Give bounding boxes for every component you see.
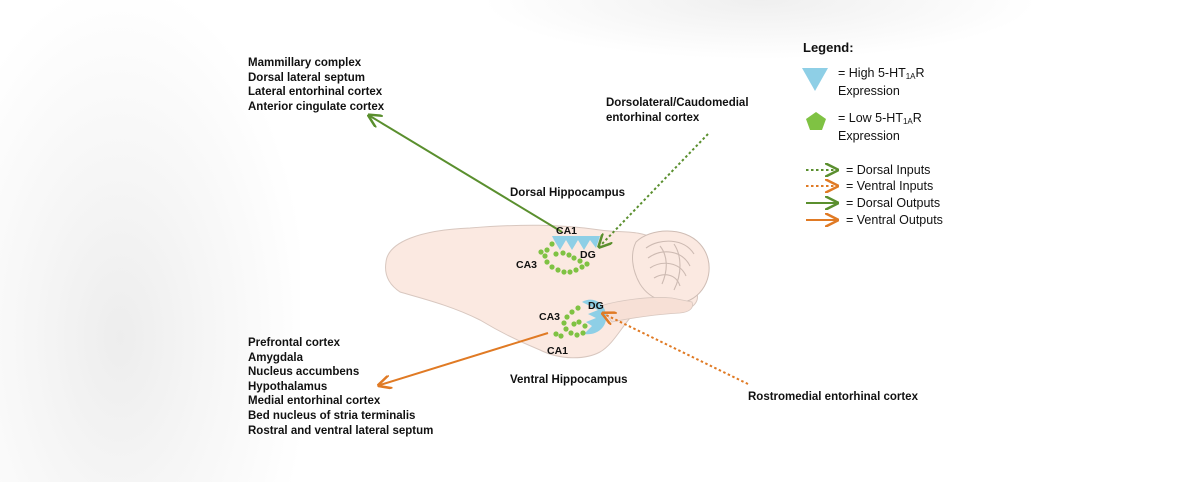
- legend-high-suffix: R: [915, 66, 925, 80]
- ventral-output-arrow: [380, 332, 549, 385]
- ventral-dg-label: DG: [588, 300, 604, 312]
- ventral-hippocampus-structure: [553, 299, 607, 339]
- dorsal-output-item: Anterior cingulate cortex: [248, 100, 385, 113]
- cerebellum-folds: [645, 240, 695, 291]
- ventral-dg-high-expression-band: [582, 299, 607, 335]
- legend-dorsal-outputs: = Dorsal Outputs: [846, 196, 941, 210]
- legend-ventral-outputs: = Ventral Outputs: [846, 213, 943, 227]
- dorsal-input-source-label: Dorsolateral/Caudomedial entorhinal cort…: [606, 96, 749, 125]
- dorsal-hippocampus-structure: [538, 236, 600, 275]
- dorsal-input-source-line2: entorhinal cortex: [606, 111, 700, 124]
- background-shadow-top: [480, 0, 1040, 60]
- ventral-output-item: Bed nucleus of stria terminalis: [248, 409, 416, 422]
- dorsal-outputs-list: Mammillary complex Dorsal lateral septum…: [248, 56, 384, 114]
- dorsal-dg-label: DG: [580, 249, 596, 261]
- brain-silhouette: [385, 224, 710, 359]
- dorsal-dg-low-expression-dots: [538, 241, 590, 275]
- ventral-ca1-label: CA1: [547, 345, 569, 357]
- ventral-output-item: Nucleus accumbens: [248, 366, 360, 379]
- ventral-output-item: Amygdala: [248, 351, 303, 364]
- ventral-input-arrow: [604, 314, 749, 385]
- dorsal-ca1-label: CA1: [556, 225, 578, 237]
- ventral-output-item: Prefrontal cortex: [248, 337, 341, 349]
- legend-title: Legend:: [803, 40, 854, 55]
- dorsal-output-arrow: [370, 116, 563, 233]
- legend-dorsal-inputs: = Dorsal Inputs: [846, 163, 931, 177]
- dorsal-input-arrow: [600, 133, 709, 246]
- legend-symbols: [802, 68, 836, 220]
- ventral-output-item: Medial entorhinal cortex: [248, 395, 381, 408]
- dorsal-ca3-label: CA3: [516, 259, 538, 271]
- dorsal-ca1-high-expression-band: [552, 236, 600, 250]
- ventral-output-item: Hypothalamus: [248, 380, 328, 393]
- low-expression-pentagon-icon: [806, 112, 826, 130]
- legend-high-expression: = High 5-HT1AR Expression: [838, 66, 925, 99]
- legend-low-suffix: R: [912, 111, 922, 125]
- ventral-outputs-list: Prefrontal cortex Amygdala Nucleus accum…: [248, 336, 433, 438]
- background-shadow-left: [0, 0, 300, 482]
- high-expression-triangle-icon: [802, 68, 828, 91]
- ventral-output-item: Rostral and ventral lateral septum: [248, 424, 434, 437]
- legend-high-line2: Expression: [838, 84, 900, 98]
- dorsal-input-source-line1: Dorsolateral/Caudomedial: [606, 97, 749, 109]
- ventral-hippocampus-title: Ventral Hippocampus: [510, 374, 628, 386]
- ventral-input-source-label: Rostromedial entorhinal cortex: [748, 391, 918, 403]
- legend-low-line2: Expression: [838, 129, 900, 143]
- brainstem-shape: [599, 297, 693, 323]
- legend-ventral-inputs: = Ventral Inputs: [846, 179, 934, 193]
- legend-low-expression: = Low 5-HT1AR Expression: [838, 111, 922, 144]
- legend-low-prefix: = Low 5-HT: [838, 111, 903, 125]
- legend-high-subscript: 1A: [905, 72, 916, 81]
- legend-high-prefix: = High 5-HT: [838, 66, 906, 80]
- dorsal-output-item: Mammillary complex: [248, 57, 362, 69]
- dorsal-output-item: Dorsal lateral septum: [248, 71, 365, 84]
- ventral-ca3-low-expression-dots: [553, 305, 588, 339]
- dorsal-output-item: Lateral entorhinal cortex: [248, 86, 383, 99]
- dorsal-hippocampus-title: Dorsal Hippocampus: [510, 187, 626, 199]
- ventral-ca3-label: CA3: [539, 311, 561, 323]
- legend-low-subscript: 1A: [902, 117, 913, 126]
